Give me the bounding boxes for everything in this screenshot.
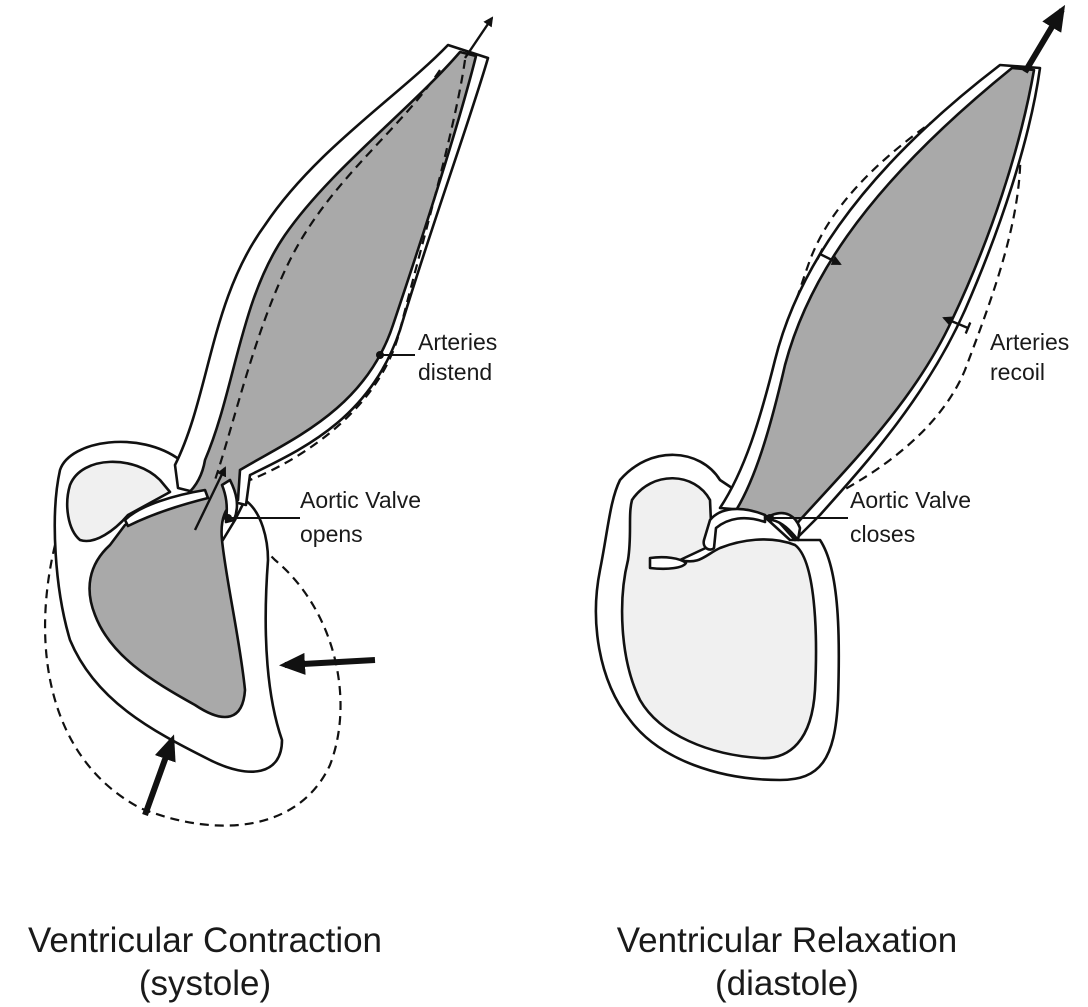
diastole-outflow-arrow: [1022, 4, 1066, 74]
systole-atrium: [66, 460, 172, 543]
diastole-caption-line-2: (diastole): [715, 964, 859, 1003]
diastole-artery-label-1: Arteries: [990, 329, 1069, 355]
systole-contraction-arrow-right: [279, 652, 376, 675]
diastole-recoil-arrow-right: [942, 316, 972, 334]
systole-contraction-arrow-bottom: [142, 734, 176, 817]
systole-valve-right: [220, 478, 239, 524]
diastole-valve-left: [702, 507, 767, 551]
systole-caption-line-1: Ventricular Contraction: [28, 921, 382, 960]
diastole-valve-label-2: closes: [850, 521, 915, 547]
systole-valve-left: [123, 488, 210, 528]
systole-artery-label-2: distend: [418, 359, 492, 385]
diastole-valve-label-1: Aortic Valve: [850, 487, 971, 513]
diastole-artery-label-2: recoil: [990, 359, 1045, 385]
systole-valve-label-2: opens: [300, 521, 363, 547]
systole-artery-relaxed-line-2: [213, 69, 441, 481]
diastole-caption-line-1: Ventricular Relaxation: [617, 921, 957, 960]
diastole-recoil-arrow-left: [816, 248, 842, 266]
systole-blood: [88, 50, 478, 719]
systole-panel: Arteries distend Aortic Valve opens Vent…: [28, 16, 497, 1003]
diastole-chamber: [620, 477, 818, 760]
systole-outflow-arrow: [464, 16, 494, 59]
systole-relaxed-outline: [44, 534, 342, 827]
diastole-panel: Arteries recoil Aortic Valve closes Vent…: [594, 4, 1069, 1003]
diastole-valve-right: [770, 511, 802, 542]
systole-artery-relaxed-line: [249, 59, 467, 482]
systole-caption-line-2: (systole): [139, 964, 271, 1003]
systole-artery-label-1: Arteries: [418, 329, 497, 355]
systole-valve-label-1: Aortic Valve: [300, 487, 421, 513]
diastole-distended-outline-right: [839, 119, 1022, 493]
systole-valve-flow-arrow: [193, 466, 227, 531]
diastole-septum-notch: [648, 555, 688, 571]
